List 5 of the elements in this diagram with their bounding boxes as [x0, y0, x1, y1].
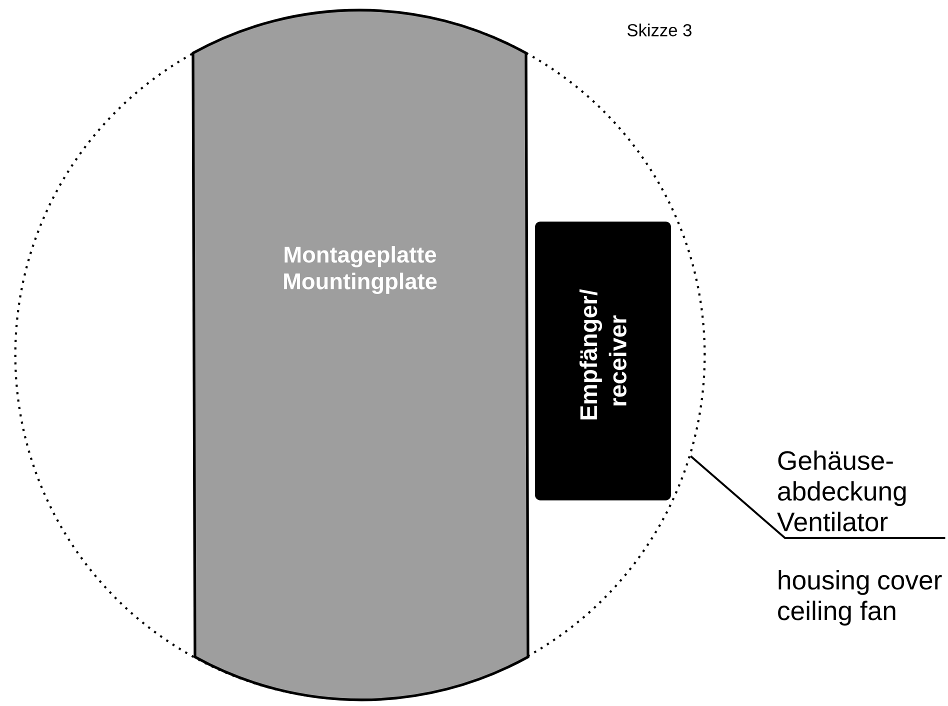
- mounting-plate: Montageplatte Mountingplate: [192, 8, 530, 702]
- callout-text: Gehäuse- abdeckung Ventilator housing cover ceiling fan: [777, 450, 942, 626]
- sketch-label: Skizze 3: [628, 24, 692, 36]
- leader-line: [690, 455, 946, 539]
- receiver-box: Empfänger/ receiver: [535, 222, 671, 500]
